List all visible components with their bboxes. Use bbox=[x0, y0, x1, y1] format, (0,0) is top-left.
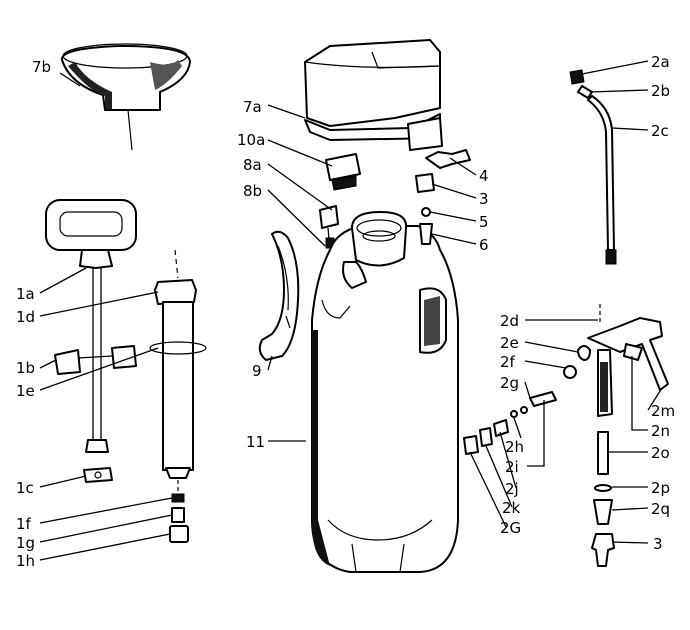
label-7b: 7b bbox=[32, 58, 51, 76]
label-2p: 2p bbox=[651, 479, 670, 497]
label-2j: 2j bbox=[505, 480, 519, 498]
pump-handle-1a bbox=[45, 199, 137, 453]
label-2g: 2g bbox=[500, 374, 519, 392]
label-2f: 2f bbox=[500, 353, 516, 371]
label-7a: 7a bbox=[243, 98, 262, 116]
label-2b: 2b bbox=[651, 82, 670, 100]
label-4: 4 bbox=[479, 167, 489, 185]
valve-8a-8b bbox=[319, 205, 339, 251]
label-2c: 2c bbox=[651, 122, 669, 140]
part-labels: 7b 7a 10a 8a 8b 9 11 4 3 5 6 1a 1d 1b 1e… bbox=[16, 53, 675, 570]
tank-top-7a bbox=[304, 39, 443, 151]
funnel-7b bbox=[61, 43, 191, 151]
label-2o: 2o bbox=[651, 444, 670, 462]
label-2q: 2q bbox=[651, 500, 670, 518]
lance-2a-2c bbox=[569, 69, 617, 265]
tank-body-11 bbox=[311, 211, 459, 573]
label-8a: 8a bbox=[243, 156, 262, 174]
label-10a: 10a bbox=[237, 131, 265, 149]
label-1f: 1f bbox=[16, 515, 32, 533]
pump-seals-1f-1h bbox=[169, 493, 189, 543]
label-1d: 1d bbox=[16, 308, 35, 326]
strap-9 bbox=[258, 230, 300, 361]
leader-lines bbox=[39, 60, 663, 561]
label-1e: 1e bbox=[16, 382, 35, 400]
label-2h: 2h bbox=[505, 438, 524, 456]
pump-part-1c bbox=[83, 467, 113, 483]
label-1b: 1b bbox=[16, 359, 35, 377]
label-2i: 2i bbox=[505, 458, 519, 476]
label-9: 9 bbox=[252, 362, 262, 380]
label-2e: 2e bbox=[500, 334, 519, 352]
hose-parts-2o-2q-3 bbox=[591, 431, 615, 567]
label-1c: 1c bbox=[16, 479, 34, 497]
pump-cylinder-1e bbox=[149, 249, 207, 495]
nozzle-parts-2f-2k bbox=[463, 365, 577, 455]
label-3: 3 bbox=[479, 190, 489, 208]
trigger-handle-2m-2n bbox=[577, 304, 669, 417]
label-5: 5 bbox=[479, 213, 489, 231]
label-2k: 2k bbox=[502, 499, 521, 517]
label-1h: 1h bbox=[16, 552, 35, 570]
label-2G: 2G bbox=[500, 519, 521, 537]
label-8b: 8b bbox=[243, 182, 262, 200]
label-2a: 2a bbox=[651, 53, 670, 71]
label-6: 6 bbox=[479, 236, 489, 254]
label-3-lower: 3 bbox=[653, 535, 663, 553]
label-2n: 2n bbox=[651, 422, 670, 440]
parts-3-4-5-6 bbox=[415, 149, 471, 245]
cap-10a bbox=[325, 153, 361, 191]
label-1g: 1g bbox=[16, 534, 35, 552]
label-11: 11 bbox=[246, 433, 265, 451]
label-2d: 2d bbox=[500, 312, 519, 330]
label-2m: 2m bbox=[651, 402, 675, 420]
label-1a: 1a bbox=[16, 285, 35, 303]
